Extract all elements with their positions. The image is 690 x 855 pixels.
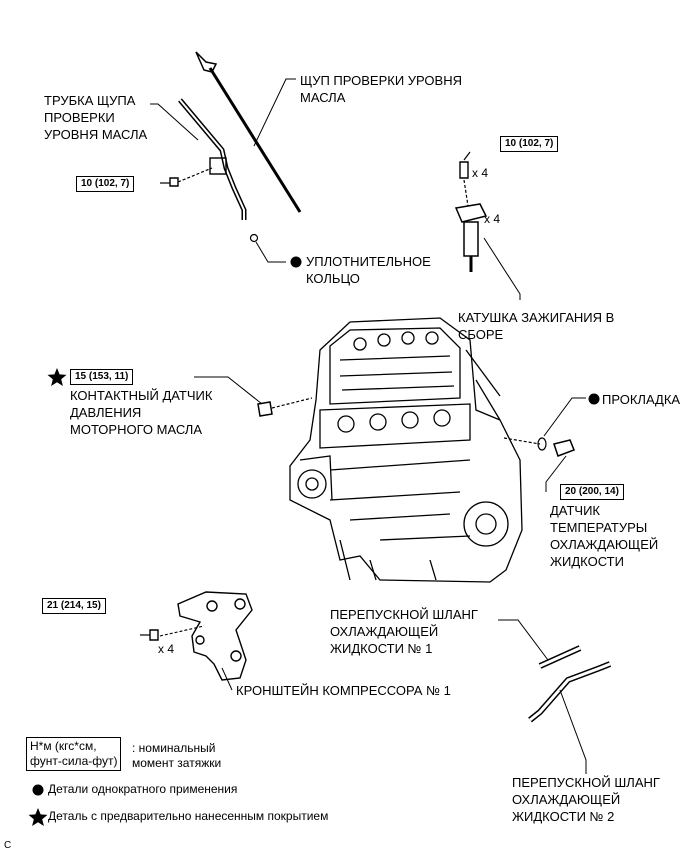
- label-ignition-coil: КАТУШКА ЗАЖИГАНИЯ В СБОРЕ: [458, 310, 615, 342]
- engine-block: [289, 317, 523, 583]
- non-reusable-bullet-o-ring: [290, 256, 302, 268]
- torque-ignition-coil: 10 (102, 7): [500, 136, 559, 152]
- torque-coolant-temp-sensor: 20 (200, 14): [560, 484, 624, 500]
- legend-star: [28, 808, 48, 826]
- label-o-ring: УПЛОТНИТЕЛЬНОЕ КОЛЬЦО: [306, 254, 431, 286]
- gasket-part: [537, 437, 547, 451]
- oil-pressure-switch-part: [257, 397, 313, 417]
- label-coolant-temp-sensor: ДАТЧИК ТЕМПЕРАТУРЫ ОХЛАЖДАЮЩЕЙ ЖИДКОСТИ: [550, 503, 659, 569]
- o-ring-part: [249, 233, 259, 243]
- label-bypass-hose-1: ПЕРЕПУСКНОЙ ШЛАНГ ОХЛАЖДАЮЩЕЙ ЖИДКОСТИ №…: [330, 607, 478, 656]
- dipstick-tube-part: [178, 98, 247, 220]
- label-dipstick: ЩУП ПРОВЕРКИ УРОВНЯ МАСЛА: [300, 73, 462, 105]
- torque-compressor-bracket: 21 (214, 15): [42, 598, 106, 614]
- torque-oil-pressure-switch: 15 (153, 11): [70, 369, 134, 385]
- compressor-bracket-part: [159, 591, 253, 681]
- qty-bracket-bolts: x 4: [158, 642, 175, 656]
- bypass-hose-2-part: [528, 661, 612, 723]
- torque-dipstick-tube: 10 (102, 7): [76, 176, 135, 192]
- dipstick-part: [195, 51, 302, 213]
- coolant-temp-sensor-part: [553, 439, 575, 457]
- legend-torque-unit: Н*м (кгс*см, фунт-сила-фут): [26, 737, 122, 771]
- non-reusable-bullet-gasket: [588, 393, 600, 405]
- bypass-hose-1-part: [538, 645, 582, 669]
- legend-bullet: [32, 784, 44, 796]
- ignition-coil-part: [454, 203, 488, 272]
- label-compressor-bracket: КРОНШТЕЙН КОМПРЕССОРА № 1: [236, 683, 451, 698]
- qty-coil-bolts: x 4: [472, 166, 489, 180]
- corner-code: C: [4, 840, 12, 851]
- label-oil-pressure-switch: КОНТАКТНЫЙ ДАТЧИК ДАВЛЕНИЯ МОТОРНОГО МАС…: [70, 388, 213, 437]
- legend-non-reusable: Детали однократного применения: [48, 782, 238, 796]
- qty-coils: x 4: [484, 212, 501, 226]
- precoated-star-oil-switch: [47, 368, 67, 386]
- legend-precoated: Деталь с предварительно нанесенным покры…: [48, 809, 329, 823]
- label-bypass-hose-2: ПЕРЕПУСКНОЙ ШЛАНГ ОХЛАЖДАЮЩЕЙ ЖИДКОСТИ №…: [512, 775, 660, 824]
- legend-torque-desc: : номинальный момент затяжки: [132, 741, 222, 770]
- label-dipstick-tube: ТРУБКА ЩУПА ПРОВЕРКИ УРОВНЯ МАСЛА: [44, 93, 148, 142]
- label-gasket: ПРОКЛАДКА: [602, 392, 681, 407]
